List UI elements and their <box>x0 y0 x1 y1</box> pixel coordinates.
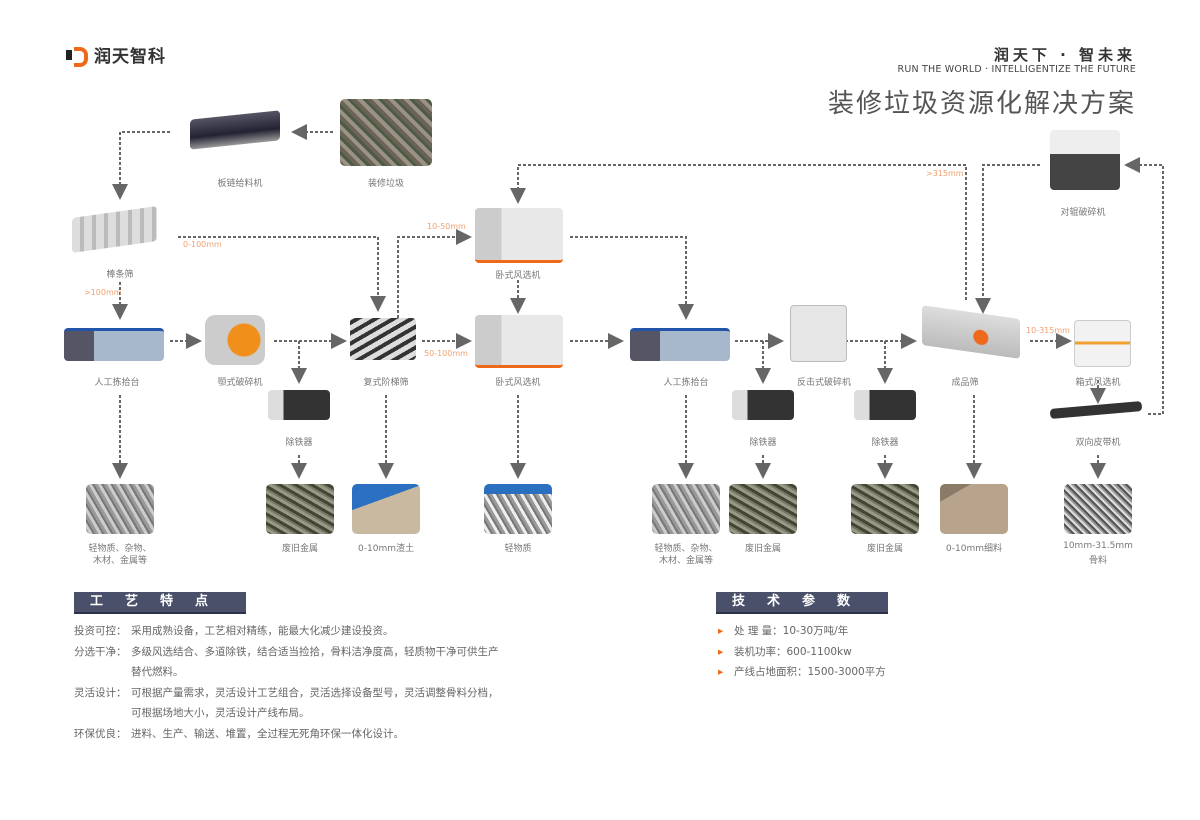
roll-crusher-machine <box>1050 130 1120 190</box>
size-gt315: >315mm <box>926 169 964 178</box>
output-label-5: 轻物质、杂物、 <box>654 544 718 554</box>
output-photo-1 <box>86 484 154 534</box>
jaw-crusher-machine <box>205 315 265 365</box>
tech-item: 装机功率：600-1100kw <box>718 642 886 663</box>
air-separator-top-machine <box>475 208 563 263</box>
size-10-50: 10-50mm <box>427 222 466 231</box>
slogan-en: RUN THE WORLD · INTELLIGENTIZE THE FUTUR… <box>897 64 1136 75</box>
feature-item: 分选干净：多级风选结合、多道除铁，结合适当捡拾，骨料洁净度高，轻质物干净可供生产 <box>74 645 499 658</box>
tech-item: 产线占地面积：1500-3000平方 <box>718 662 886 683</box>
label-roll-crusher: 对辊破碎机 <box>1060 208 1106 218</box>
label-pick-2: 人工拣拾台 <box>663 378 709 388</box>
label-product-screen: 成品筛 <box>951 378 979 388</box>
output-label-9: 10mm-31.5mm <box>1063 541 1133 551</box>
label-waste: 装修垃圾 <box>367 179 405 189</box>
arrow-feeder-barscreen <box>112 131 170 200</box>
box-air-separator-machine <box>1074 320 1131 367</box>
output-label-1: 轻物质、杂物、 <box>88 544 152 554</box>
features-heading: 工艺特点 <box>74 592 246 614</box>
label-feeder: 板链给料机 <box>217 179 263 189</box>
iron-remover-2 <box>732 390 794 420</box>
output-photo-6 <box>729 484 797 534</box>
size-gt100: >100mm <box>84 288 122 297</box>
output-label-8: 0-10mm细料 <box>946 544 1002 554</box>
arrow-compound-airtop <box>397 229 472 318</box>
label-bar-screen: 棒条筛 <box>106 270 134 280</box>
label-iron-3: 除铁器 <box>871 438 899 448</box>
size-10-315: 10-315mm <box>1026 326 1070 335</box>
tech-heading: 技术参数 <box>716 592 888 614</box>
label-iron-2: 除铁器 <box>749 438 777 448</box>
label-jaw: 颚式破碎机 <box>217 378 263 388</box>
output-photo-4 <box>484 484 552 534</box>
pick-station-1-machine <box>64 328 164 361</box>
output-photo-9 <box>1064 484 1132 534</box>
output-label-7: 废旧金属 <box>866 544 904 554</box>
output-label-9b: 骨料 <box>1088 556 1108 566</box>
arrow-airtop-pick2 <box>570 236 694 320</box>
label-iron-1: 除铁器 <box>285 438 313 448</box>
output-photo-3 <box>352 484 420 534</box>
arrow-gt315-airtop <box>510 164 967 300</box>
page-title: 装修垃圾资源化解决方案 <box>827 89 1136 119</box>
compound-screen-machine <box>350 318 416 360</box>
feature-item: 环保优良：进料、生产、输送、堆置，全过程无死角环保一体化设计。 <box>74 727 404 740</box>
waste-photo <box>340 99 432 166</box>
output-photo-2 <box>266 484 334 534</box>
logo-text: 润天智科 <box>94 47 166 67</box>
impact-crusher-machine <box>790 305 847 362</box>
label-impact: 反击式破碎机 <box>796 378 852 388</box>
arrow-roll-product <box>975 164 1040 314</box>
output-photo-5 <box>652 484 720 534</box>
output-label-6: 废旧金属 <box>744 544 782 554</box>
output-label-2: 废旧金属 <box>281 544 319 554</box>
output-photo-7 <box>851 484 919 534</box>
features-list: 投资可控：采用成熟设备，工艺相对精练，能最大化减少建设投资。 分选干净：多级风选… <box>74 621 554 744</box>
size-50-100: 50-100mm <box>424 349 468 358</box>
logo-mark-icon <box>66 46 88 67</box>
label-belt: 双向皮带机 <box>1075 438 1121 448</box>
feature-item: 灵活设计：可根据产量需求，灵活设计工艺组合，灵活选择设备型号，灵活调整骨料分档， <box>74 686 499 699</box>
feature-item-cont: 可根据场地大小，灵活设计产线布局。 <box>131 707 310 719</box>
iron-remover-1 <box>268 390 330 420</box>
arrow-barscreen-compound <box>178 236 386 312</box>
arrow-belt-roll <box>1124 157 1164 415</box>
slogan-cn: 润天下 · 智未来 <box>993 46 1136 64</box>
size-0-100: 0-100mm <box>183 240 222 249</box>
feature-item: 投资可控：采用成熟设备，工艺相对精练，能最大化减少建设投资。 <box>74 625 394 637</box>
output-label-3: 0-10mm渣土 <box>358 544 414 554</box>
label-pick-1: 人工拣拾台 <box>94 378 140 388</box>
output-label-4: 轻物质 <box>504 544 532 554</box>
label-compound-screen: 复式阶梯筛 <box>363 378 409 388</box>
output-label-5b: 木材、金属等 <box>658 556 714 566</box>
output-label-1b: 木材、金属等 <box>92 556 148 566</box>
brand-logo: 润天智科 <box>66 42 166 67</box>
pick-station-2-machine <box>630 328 730 361</box>
iron-remover-3 <box>854 390 916 420</box>
tech-item: 处 理 量：10-30万吨/年 <box>718 621 886 642</box>
label-air-sep-mid: 卧式风选机 <box>495 378 541 388</box>
tech-list: 处 理 量：10-30万吨/年 装机功率：600-1100kw 产线占地面积：1… <box>718 621 886 683</box>
label-box-air: 箱式风选机 <box>1075 378 1121 388</box>
output-photo-8 <box>940 484 1008 534</box>
label-air-sep-top: 卧式风选机 <box>495 271 541 281</box>
feature-item-cont: 替代燃料。 <box>131 666 184 678</box>
air-separator-mid-machine <box>475 315 563 368</box>
